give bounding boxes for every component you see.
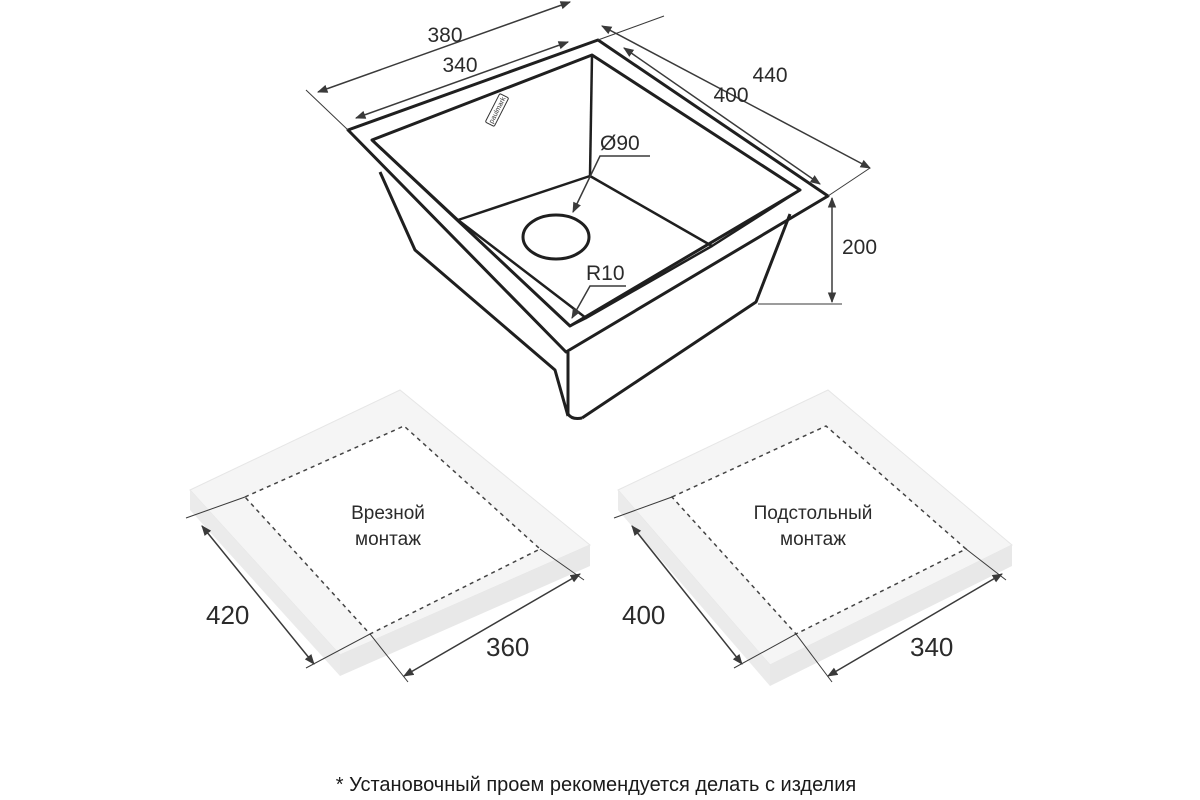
sink-body-right-side	[581, 213, 792, 420]
flush-mount-diagram: Врезной монтаж 420 360	[185, 389, 591, 683]
sink-drawing: paulmark 380 340 440 400 Ø90 R10 200	[305, 1, 877, 420]
sink-interior-front-wall	[569, 316, 587, 328]
dim-label-440: 440	[752, 64, 787, 87]
dim-line-400	[623, 47, 821, 185]
dim-label-radius: R10	[586, 262, 625, 285]
leader-corner-radius	[571, 285, 626, 319]
dim-label-undermount-340: 340	[910, 632, 953, 662]
dim-line-undermount-400	[631, 525, 743, 665]
dim-label-drain: Ø90	[600, 132, 640, 155]
ext-line	[733, 633, 797, 669]
undermount-label-line2: монтаж	[780, 529, 846, 550]
dim-label-380: 380	[427, 24, 462, 47]
dim-label-200: 200	[842, 236, 877, 259]
dim-line-flush-360	[403, 573, 581, 677]
dim-line-undermount-340	[827, 573, 1003, 677]
sink-body-bottom-corner	[566, 352, 583, 420]
ext-line	[827, 167, 871, 197]
ext-line	[305, 633, 371, 669]
sink-body-left-side	[378, 171, 570, 417]
footnote-text: * Установочный проем рекомендуется делат…	[336, 774, 856, 796]
leader-drain-diameter	[572, 155, 650, 213]
dim-label-undermount-400: 400	[622, 600, 665, 630]
undermount-diagram: Подстольный монтаж 400 340	[613, 389, 1013, 686]
brand-logo-plate: paulmark	[485, 93, 509, 127]
dim-label-flush-360: 360	[486, 632, 529, 662]
ext-line	[613, 496, 673, 519]
dim-label-400: 400	[713, 84, 748, 107]
undermount-label-line1: Подстольный	[754, 503, 873, 524]
ext-line	[597, 15, 665, 41]
dim-label-flush-420: 420	[206, 600, 249, 630]
ext-line	[369, 633, 409, 683]
flush-mount-label-line1: Врезной	[351, 503, 425, 524]
ext-line	[965, 548, 1007, 581]
drain-hole	[521, 213, 591, 261]
dim-line-flush-420	[201, 525, 315, 665]
sink-interior-right-wall	[711, 188, 801, 248]
sink-interior-left-wall	[371, 139, 459, 221]
sink-interior-back-corner	[588, 54, 594, 177]
ext-line	[185, 496, 246, 519]
flush-mount-label-line2: монтаж	[355, 529, 421, 550]
ext-line	[795, 633, 833, 683]
ext-line	[539, 548, 585, 581]
ext-line	[305, 89, 349, 131]
dim-label-340: 340	[442, 54, 477, 77]
dim-line-340	[355, 41, 569, 119]
